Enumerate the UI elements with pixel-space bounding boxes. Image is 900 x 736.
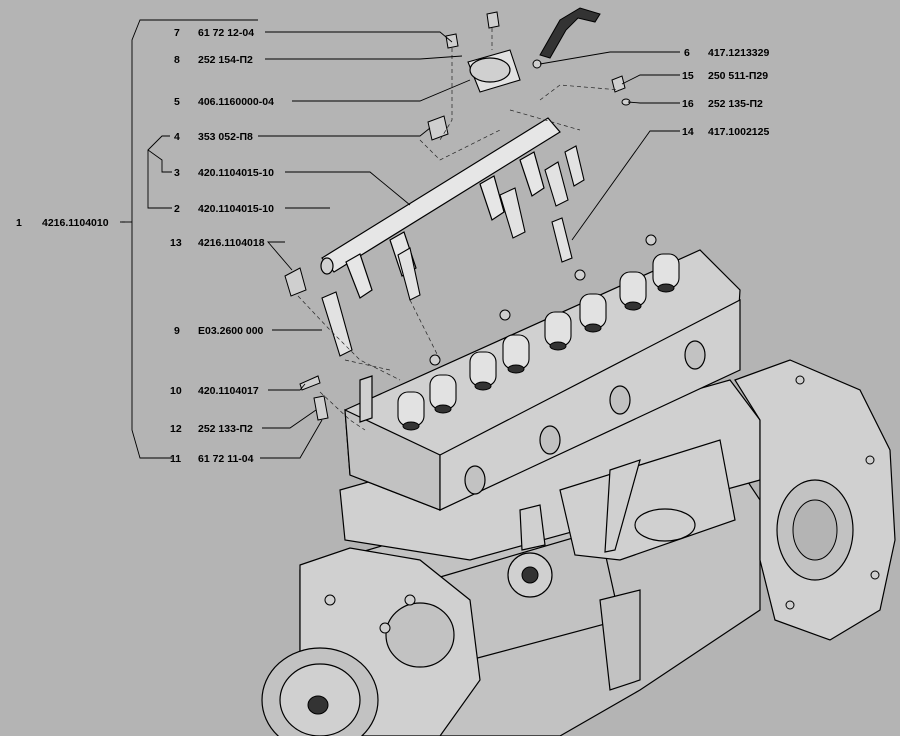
- callout-code: 61 72 11-04: [198, 453, 254, 465]
- callout-number: 6: [684, 47, 690, 59]
- valve-spring: [502, 334, 530, 374]
- valve-spring: [652, 253, 680, 293]
- callout-number: 15: [682, 70, 694, 82]
- valve-spring: [397, 391, 425, 431]
- callout-code: 406.1160000-04: [198, 96, 274, 108]
- guide-lines: [297, 28, 621, 431]
- callout-number: 1: [16, 217, 22, 229]
- callout-code: 61 72 12-04: [198, 27, 254, 39]
- callout-number: 2: [174, 203, 180, 215]
- callout-code: 420.1104015-10: [198, 167, 274, 179]
- callout-number: 3: [174, 167, 180, 179]
- callout-number: 14: [682, 126, 694, 138]
- valve-spring: [469, 351, 497, 391]
- timing-cover: [261, 547, 481, 736]
- callout-code: 353 052-П8: [198, 131, 253, 143]
- callout-code: 4216.1104018: [198, 237, 265, 249]
- distributor: [507, 459, 696, 598]
- injectors: [321, 145, 585, 357]
- callout-labels: 7 61 72 12-04 8 252 154-П2 5 406.1160000…: [16, 27, 769, 465]
- valve-spring: [579, 293, 607, 333]
- callout-code: 252 133-П2: [198, 423, 253, 435]
- callout-code: 420.1104015-10: [198, 203, 274, 215]
- callout-number: 8: [174, 54, 180, 66]
- callout-code: 250 511-П29: [708, 70, 768, 82]
- callout-code: 252 135-П2: [708, 98, 763, 110]
- valve-springs: [397, 234, 680, 431]
- callout-number: 13: [170, 237, 182, 249]
- callout-code: 4216.1104010: [42, 217, 109, 229]
- callout-number: 7: [174, 27, 180, 39]
- callout-number: 5: [174, 96, 180, 108]
- callout-code: Е03.2600 000: [198, 325, 264, 337]
- callout-code: 417.1213329: [708, 47, 769, 59]
- callout-number: 10: [170, 385, 182, 397]
- callout-number: 12: [170, 423, 182, 435]
- bell-housing: [734, 359, 896, 641]
- valve-spring: [544, 311, 572, 351]
- callout-number: 16: [682, 98, 694, 110]
- small-parts: [284, 7, 631, 421]
- callout-code: 417.1002125: [708, 126, 769, 138]
- callout-code: 252 154-П2: [198, 54, 253, 66]
- callout-number: 9: [174, 325, 180, 337]
- callout-code: 420.1104017: [198, 385, 259, 397]
- callout-number: 11: [170, 453, 181, 465]
- callout-number: 4: [174, 131, 180, 143]
- cylinder-head: [344, 249, 741, 511]
- fuel-rail: [320, 117, 561, 299]
- valve-spring: [429, 374, 457, 414]
- valve-spring: [619, 271, 647, 311]
- leader-lines: [120, 19, 680, 459]
